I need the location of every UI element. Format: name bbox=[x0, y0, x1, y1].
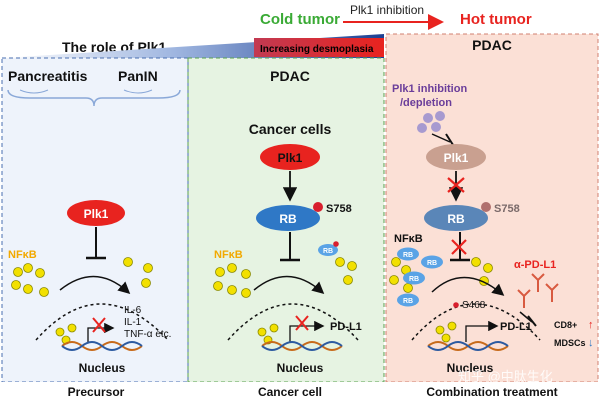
antibody-icons bbox=[517, 273, 559, 308]
cd8-label: CD8+ bbox=[554, 320, 577, 330]
phospho-site-right: S758 bbox=[494, 203, 520, 215]
pdac-title-right: PDAC bbox=[472, 37, 512, 53]
footer-strip bbox=[0, 382, 600, 400]
rb-oval-right bbox=[424, 205, 488, 231]
rb-small-label-middle: RB bbox=[323, 248, 333, 255]
mdsc-label: MDSCs bbox=[554, 338, 586, 348]
pdl1-inhibit-bar bbox=[527, 315, 537, 327]
rb-oval-middle bbox=[256, 205, 320, 231]
rb-small-middle bbox=[318, 244, 338, 256]
dna-helix-right bbox=[427, 341, 509, 351]
nucleus-label-right: Nucleus bbox=[447, 361, 494, 375]
desmoplasia-label: Increasing desmoplasia bbox=[260, 44, 374, 55]
nfkb-dots-left bbox=[11, 257, 153, 345]
plk1-label-middle: Plk1 bbox=[278, 151, 303, 165]
desmoplasia-bar bbox=[254, 38, 384, 57]
nfkb-label-right: NFκB bbox=[394, 233, 423, 245]
nfkb-arrow-middle bbox=[253, 275, 325, 294]
rb-label-middle: RB bbox=[279, 212, 297, 226]
pdl1-label-middle: PD-L1 bbox=[330, 321, 362, 333]
rb-bound-label-2: RB bbox=[427, 260, 437, 267]
cancer-cells-label: Cancer cells bbox=[249, 121, 332, 137]
nfkb-arrow-right bbox=[431, 276, 505, 296]
rb-label-right: RB bbox=[447, 212, 465, 226]
rb-bound-nfkb bbox=[397, 247, 443, 307]
panin-label: PanIN bbox=[118, 68, 158, 84]
nucleus-arc-right bbox=[411, 303, 541, 341]
plk1-inhibition-label: Plk1 inhibition bbox=[392, 83, 467, 95]
gene-arrow-middle bbox=[289, 320, 325, 342]
gene-il6-label: IL-6 bbox=[124, 305, 142, 316]
plk1-depletion-label: /depletion bbox=[400, 97, 452, 109]
cold-tumor-label: Cold tumor bbox=[260, 11, 340, 28]
stage-brace bbox=[7, 89, 181, 107]
gene-tnf-label: TNF-α etc. bbox=[124, 329, 171, 340]
site-s468-label: S468 bbox=[462, 300, 486, 311]
nucleus-label-left: Nucleus bbox=[79, 361, 126, 375]
plk1-oval-middle bbox=[260, 144, 320, 170]
dna-helix-left bbox=[61, 341, 143, 351]
nfkb-arrow-left bbox=[59, 275, 131, 295]
phospho-dot-right bbox=[481, 202, 491, 212]
cd8-up-arrow: ↑ bbox=[588, 319, 594, 331]
gene-blocked-x-left bbox=[92, 317, 106, 333]
footer-combination: Combination treatment bbox=[426, 385, 557, 399]
inhibitor-molecules bbox=[417, 111, 445, 133]
plk1-inhibition-arrow-label: Plk1 inhibition bbox=[350, 3, 424, 17]
mdsc-down-arrow: ↓ bbox=[588, 337, 594, 349]
inhibitor-line bbox=[431, 133, 451, 143]
plk1-oval-right bbox=[426, 144, 486, 170]
pdac-title-middle: PDAC bbox=[270, 68, 310, 84]
rb-bound-label-4: RB bbox=[403, 298, 413, 305]
gene-arrow-right bbox=[465, 320, 499, 342]
pancreatitis-label: Pancreatitis bbox=[8, 68, 88, 84]
nfkb-dots-middle bbox=[213, 257, 357, 345]
gene-arrow-left bbox=[87, 322, 115, 342]
dna-helix-middle bbox=[261, 341, 343, 351]
pdl1-label-right: PD-L1 bbox=[500, 321, 532, 333]
phospho-site-middle: S758 bbox=[326, 203, 352, 215]
stage-brace-sub bbox=[19, 89, 153, 94]
footer-cancer-cell: Cancer cell bbox=[258, 385, 322, 399]
rb-bound-label-1: RB bbox=[403, 252, 413, 259]
plk1-label-left: Plk1 bbox=[84, 207, 109, 221]
phospho-dot-middle bbox=[313, 202, 323, 212]
gene-il1-label: IL-1 bbox=[124, 317, 142, 328]
anti-pdl1-label: α-PD-L1 bbox=[514, 259, 556, 271]
plk1-label-right: Plk1 bbox=[444, 151, 469, 165]
phospho-dot-s468 bbox=[453, 302, 459, 308]
nfkb-label-middle: NFκB bbox=[214, 249, 243, 261]
rb-bound-label-3: RB bbox=[409, 276, 419, 283]
footer-precursor: Precursor bbox=[68, 385, 125, 399]
gene-blocked-x-middle bbox=[295, 315, 309, 331]
hot-tumor-label: Hot tumor bbox=[460, 11, 532, 28]
plk1-block-x-right bbox=[447, 177, 465, 193]
watermark: 知乎 @中肽生化 bbox=[458, 369, 553, 384]
plk1-oval-left bbox=[67, 200, 125, 226]
pdl1-inhibit-line bbox=[519, 311, 533, 323]
nucleus-arc-left bbox=[35, 303, 169, 341]
phospho-dot-small-middle bbox=[333, 241, 339, 247]
nfkb-label-left: NFκB bbox=[8, 249, 37, 261]
rb-block-x-right bbox=[451, 239, 467, 255]
nucleus-label-middle: Nucleus bbox=[277, 361, 324, 375]
